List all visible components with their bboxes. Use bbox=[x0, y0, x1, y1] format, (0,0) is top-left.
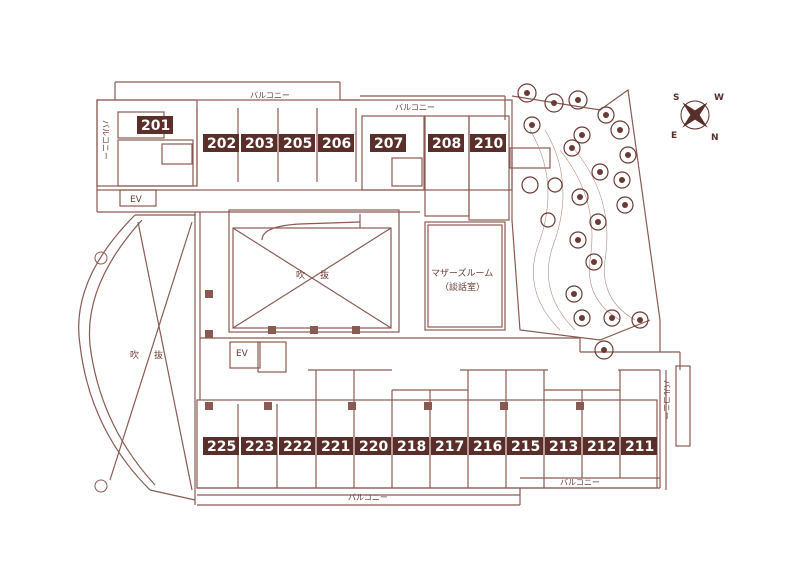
room-210: 210 bbox=[474, 136, 503, 152]
atrium-label-center-right: 抜 bbox=[320, 269, 329, 281]
tree-centers bbox=[524, 90, 643, 353]
compass-s: S bbox=[673, 93, 679, 103]
columns bbox=[205, 290, 584, 410]
atrium-label-left-right: 抜 bbox=[154, 349, 163, 361]
room-badges: 201 202 203 205 206 207 208 210 225 223 … bbox=[137, 116, 657, 455]
room-213: 213 bbox=[549, 439, 578, 455]
atrium-label-left-left: 吹 bbox=[130, 349, 139, 361]
mothers-room-label: マザーズルーム bbox=[431, 267, 493, 279]
balcony-label-left: バルコニー bbox=[101, 120, 110, 160]
balcony-label-bottom: バルコニー bbox=[348, 493, 388, 502]
room-211: 211 bbox=[625, 439, 654, 455]
room-206: 206 bbox=[322, 136, 351, 152]
compass-rose-icon: S W E N bbox=[671, 93, 724, 143]
room-208: 208 bbox=[432, 136, 461, 152]
balcony-label-top-right: バルコニー bbox=[395, 103, 435, 112]
room-216: 216 bbox=[473, 439, 502, 455]
elevator-label-middle: EV bbox=[236, 349, 249, 359]
room-223: 223 bbox=[245, 439, 274, 455]
garden-trees bbox=[517, 83, 649, 360]
room-215: 215 bbox=[511, 439, 540, 455]
room-218: 218 bbox=[397, 439, 426, 455]
balcony-label-bottom-right: バルコニー bbox=[560, 478, 600, 487]
room-202: 202 bbox=[207, 136, 236, 152]
elevator-label-top: EV bbox=[130, 195, 143, 205]
mothers-room-sublabel: （談話室） bbox=[440, 281, 485, 293]
room-212: 212 bbox=[587, 439, 616, 455]
garden-paths bbox=[529, 129, 636, 331]
balcony-label-right: バルコニー bbox=[662, 380, 671, 420]
room-225: 225 bbox=[207, 439, 236, 455]
room-203: 203 bbox=[245, 136, 274, 152]
room-217: 217 bbox=[435, 439, 464, 455]
atrium-label-center-left: 吹 bbox=[296, 269, 305, 281]
room-221: 221 bbox=[321, 439, 350, 455]
room-201: 201 bbox=[141, 118, 170, 134]
compass-w: W bbox=[714, 93, 724, 103]
room-222: 222 bbox=[283, 439, 312, 455]
room-220: 220 bbox=[359, 439, 388, 455]
compass-n: N bbox=[711, 133, 719, 143]
curve-windows bbox=[94, 251, 108, 493]
room-205: 205 bbox=[283, 136, 312, 152]
compass-e: E bbox=[671, 131, 677, 141]
room-207: 207 bbox=[374, 136, 403, 152]
balcony-label-top: バルコニー bbox=[250, 91, 290, 100]
